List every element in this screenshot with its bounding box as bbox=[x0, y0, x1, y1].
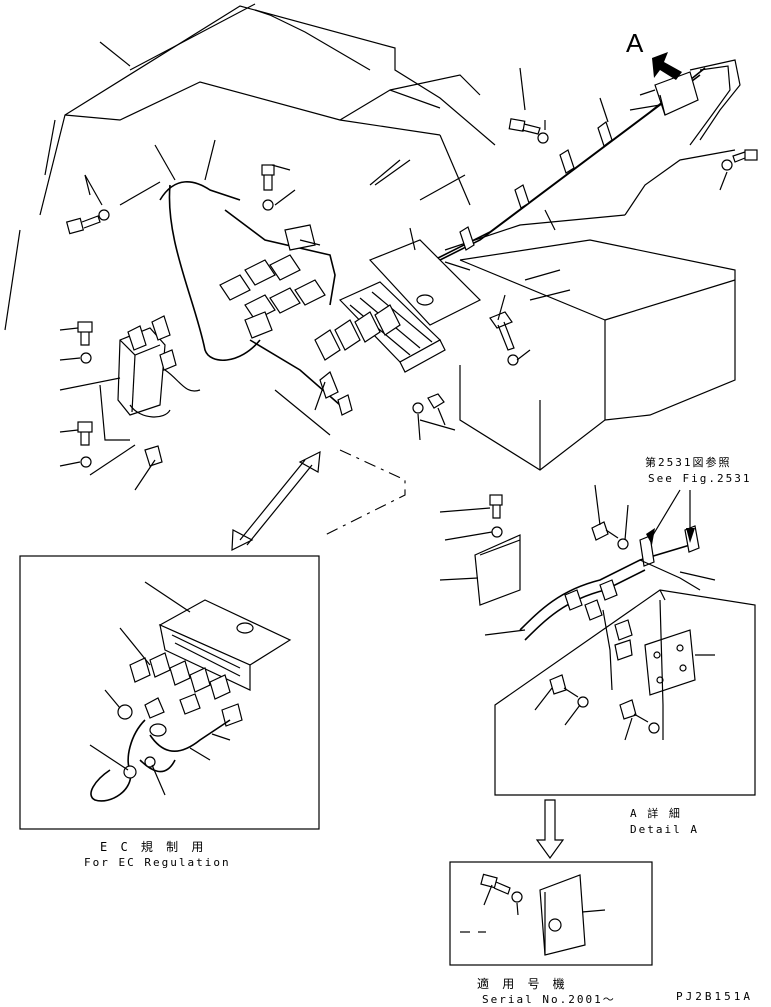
bolt-upper-right bbox=[508, 118, 758, 171]
double-arrow-icon bbox=[231, 450, 321, 551]
harness-clamps bbox=[459, 121, 613, 251]
connector-cluster-lower bbox=[314, 304, 401, 416]
connector-a bbox=[629, 71, 699, 116]
down-arrow-icon bbox=[535, 799, 565, 860]
serial-box bbox=[449, 861, 653, 966]
drawing-code: PJ2B151A bbox=[676, 990, 753, 1003]
connector-cluster-upper bbox=[219, 224, 326, 339]
detail-a-en: Detail A bbox=[630, 823, 699, 836]
detail-a-area bbox=[474, 489, 756, 796]
machine-body-outline bbox=[4, 3, 736, 536]
reference-jp: 第2531図参照 bbox=[645, 456, 732, 469]
detail-a-jp: A 詳 細 bbox=[630, 807, 682, 820]
ec-regulation-en: For EC Regulation bbox=[84, 856, 231, 869]
reference-en: See Fig.2531 bbox=[648, 472, 752, 485]
wire-harness-main bbox=[159, 59, 741, 406]
view-letter-a: A bbox=[626, 28, 644, 58]
leader-lines bbox=[59, 67, 728, 916]
controller-unit bbox=[338, 239, 482, 373]
bolt-upper-left bbox=[65, 164, 275, 235]
arrow-a-icon bbox=[652, 52, 682, 80]
serial-jp: 適 用 号 機 bbox=[477, 977, 568, 991]
bolt-left bbox=[77, 321, 163, 468]
bracket-lines-left bbox=[89, 384, 136, 476]
ec-regulation-jp: E C 規 制 用 bbox=[100, 840, 207, 854]
bolt-middle-right bbox=[412, 311, 519, 414]
serial-en: Serial No.2001〜 bbox=[482, 993, 616, 1006]
ec-regulation-box bbox=[19, 555, 320, 830]
relay-box bbox=[117, 315, 201, 418]
